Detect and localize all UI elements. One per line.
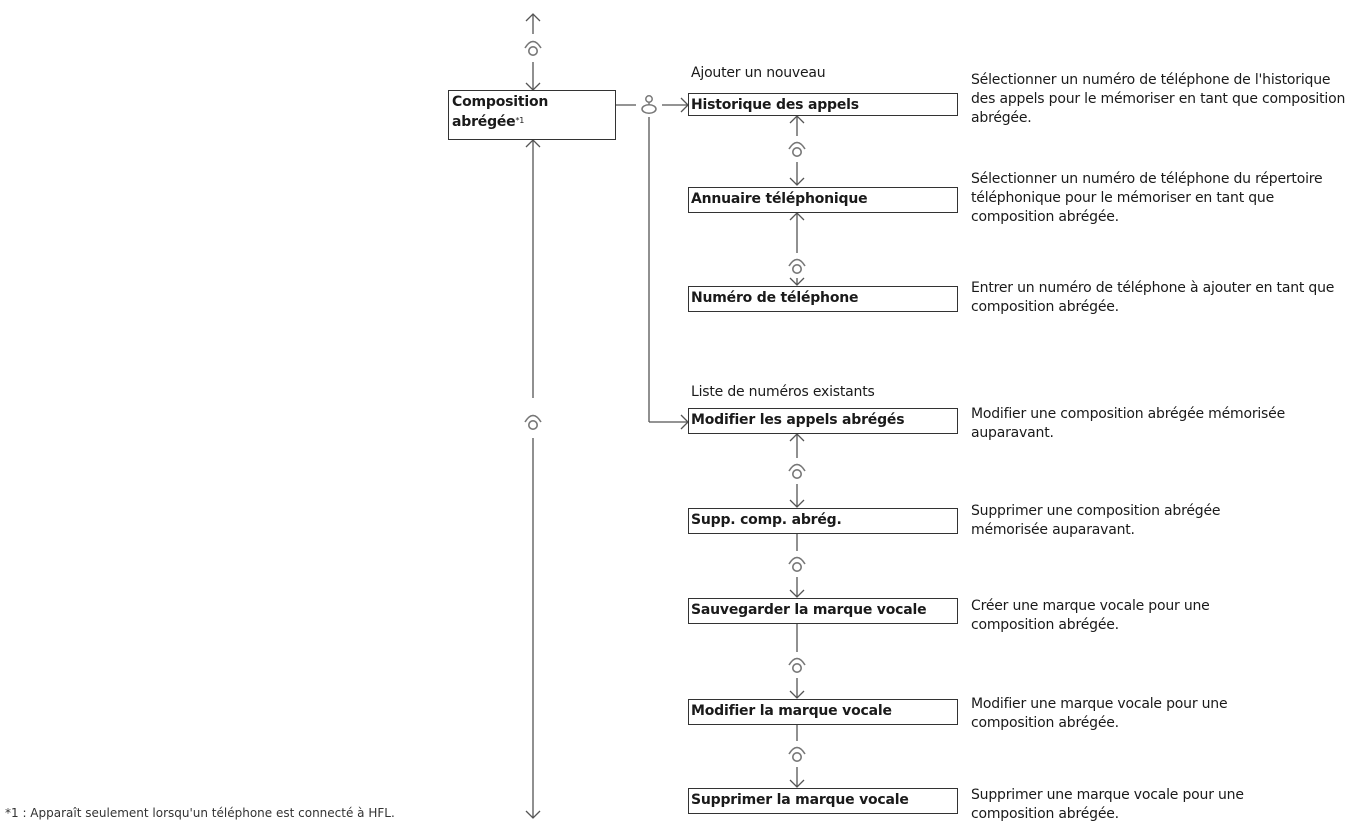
knob-rotate-icon bbox=[524, 414, 542, 431]
menu-item-description: Modifier une marque vocale pour une comp… bbox=[971, 696, 1228, 731]
menu-item-label: Supprimer la marque vocale bbox=[691, 792, 909, 808]
menu-item-description: Sélectionner un numéro de téléphone de l… bbox=[971, 72, 1346, 126]
root-menu-label: Composition abrégée*1 bbox=[452, 94, 549, 130]
knob-rotate-icon bbox=[524, 40, 542, 57]
knob-rotate-icon bbox=[788, 657, 806, 674]
knob-rotate-icon bbox=[788, 463, 806, 480]
menu-item-phone-number[interactable]: Numéro de téléphone bbox=[688, 286, 958, 312]
menu-item-edit-speed-dial[interactable]: Modifier les appels abrégés bbox=[688, 408, 958, 434]
menu-item-label: Historique des appels bbox=[691, 97, 859, 113]
menu-item-description: Supprimer une composition abrégée mémori… bbox=[971, 503, 1221, 538]
menu-item-description: Sélectionner un numéro de téléphone du r… bbox=[971, 171, 1323, 225]
menu-item-label: Sauvegarder la marque vocale bbox=[691, 602, 927, 618]
menu-item-delete-voice-tag[interactable]: Supprimer la marque vocale bbox=[688, 788, 958, 814]
knob-rotate-icon bbox=[788, 556, 806, 573]
group-heading-existing: Liste de numéros existants bbox=[691, 384, 875, 400]
menu-item-call-history[interactable]: Historique des appels bbox=[688, 93, 958, 116]
menu-item-description: Créer une marque vocale pour une composi… bbox=[971, 598, 1210, 633]
menu-item-label: Supp. comp. abrég. bbox=[691, 512, 842, 528]
knob-rotate-icon bbox=[788, 746, 806, 763]
menu-item-description: Modifier une composition abrégée mémoris… bbox=[971, 406, 1285, 441]
menu-item-label: Modifier la marque vocale bbox=[691, 703, 892, 719]
menu-item-description: Entrer un numéro de téléphone à ajouter … bbox=[971, 280, 1335, 315]
menu-item-label: Modifier les appels abrégés bbox=[691, 412, 905, 428]
knob-rotate-icon bbox=[788, 141, 806, 157]
menu-item-save-voice-tag[interactable]: Sauvegarder la marque vocale bbox=[688, 598, 958, 624]
menu-item-delete-speed-dial[interactable]: Supp. comp. abrég. bbox=[688, 508, 958, 534]
menu-item-phonebook[interactable]: Annuaire téléphonique bbox=[688, 187, 958, 213]
menu-item-label: Annuaire téléphonique bbox=[691, 191, 868, 207]
menu-item-edit-voice-tag[interactable]: Modifier la marque vocale bbox=[688, 699, 958, 725]
footnote: *1 : Apparaît seulement lorsqu'un téléph… bbox=[5, 806, 395, 820]
menu-item-label: Numéro de téléphone bbox=[691, 290, 859, 306]
knob-rotate-icon bbox=[788, 258, 806, 275]
group-heading-add-new: Ajouter un nouveau bbox=[691, 65, 826, 81]
root-menu-box[interactable]: Composition abrégée*1 bbox=[448, 90, 616, 140]
menu-item-description: Supprimer une marque vocale pour une com… bbox=[971, 787, 1244, 822]
knob-press-icon bbox=[641, 95, 657, 114]
